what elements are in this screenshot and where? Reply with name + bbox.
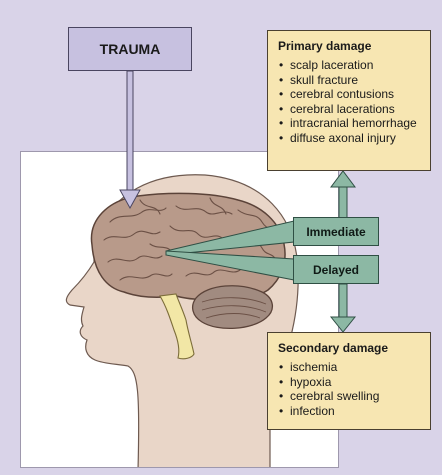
list-item: cerebral lacerations [278,102,420,117]
list-item: ischemia [278,360,420,375]
secondary-damage-title: Secondary damage [278,341,389,355]
trauma-arrow [119,70,141,210]
delayed-label: Delayed [312,262,360,277]
brainstem [159,293,195,360]
list-item: hypoxia [278,375,420,390]
list-item: diffuse axonal injury [278,131,420,146]
trauma-box: TRAUMA [68,27,192,71]
list-item: cerebral swelling [278,389,420,404]
up-arrow-to-primary [330,170,356,219]
down-arrow-to-secondary [329,283,357,333]
secondary-damage-list: ischemia hypoxia cerebral swelling infec… [278,360,420,418]
delayed-label-box: Delayed [293,255,379,284]
list-item: skull fracture [278,73,420,88]
list-item: scalp laceration [278,58,420,73]
primary-damage-box: Primary damage scalp laceration skull fr… [267,30,431,171]
list-item: intracranial hemorrhage [278,116,420,131]
cerebellum-folia [201,297,267,319]
list-item: infection [278,404,420,419]
cerebellum [191,285,273,330]
trauma-label: TRAUMA [99,41,161,57]
immediate-label: Immediate [306,224,366,239]
secondary-damage-box: Secondary damage ischemia hypoxia cerebr… [267,332,431,430]
primary-damage-title: Primary damage [278,39,372,53]
list-item: cerebral contusions [278,87,420,102]
immediate-label-box: Immediate [293,217,379,246]
primary-damage-list: scalp laceration skull fracture cerebral… [278,58,420,145]
